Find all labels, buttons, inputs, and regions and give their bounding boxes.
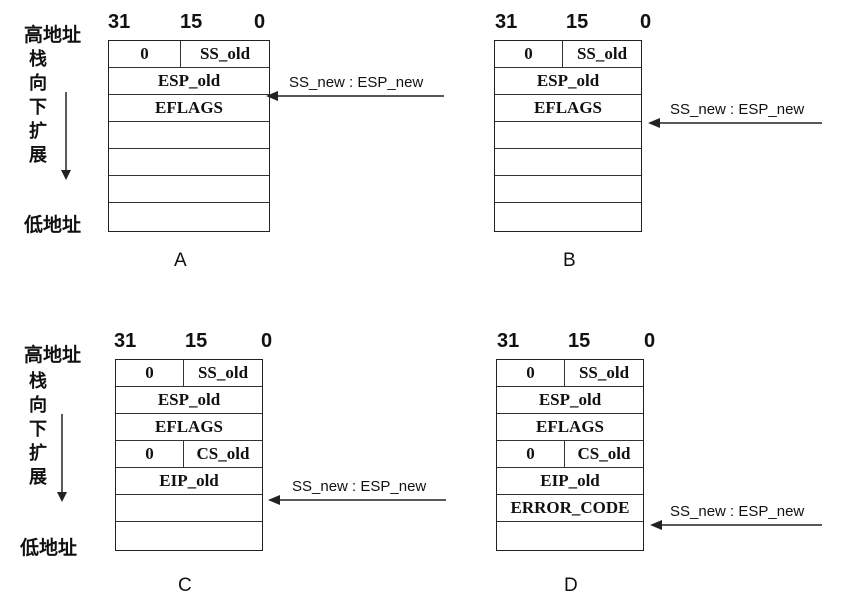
stack-cell-zero: 0 xyxy=(116,441,184,467)
stack-row: 0 CS_old xyxy=(116,441,262,468)
stack-row xyxy=(495,176,641,203)
stack-box: 0 SS_old ESP_old EFLAGS xyxy=(108,40,270,232)
stack-row: 0 SS_old xyxy=(116,360,262,387)
stack-grows-down-label: 栈 向 下 扩 展 xyxy=(29,49,47,166)
stack-row: EIP_old xyxy=(497,468,643,495)
stack-row xyxy=(109,203,269,230)
stack-row: EFLAGS xyxy=(495,95,641,122)
stack-cell-zero: 0 xyxy=(495,41,563,67)
stack-cell-ss-old: SS_old xyxy=(197,363,249,382)
stack-row xyxy=(109,176,269,203)
stack-box: 0 SS_old ESP_old EFLAGS 0 CS_old EIP_old xyxy=(115,359,263,551)
down-arrow-icon xyxy=(61,92,71,180)
stack-row: 0 SS_old xyxy=(497,360,643,387)
high-address-label: 高地址 xyxy=(24,344,82,366)
bit-31-label: 31 xyxy=(497,330,520,352)
low-address-label: 低地址 xyxy=(20,537,78,559)
stack-row: ESP_old xyxy=(109,68,269,95)
down-arrow-icon xyxy=(57,414,67,502)
diagram-caption: B xyxy=(563,250,576,271)
bit-15-label: 15 xyxy=(185,330,208,352)
stack-cell-zero: 0 xyxy=(497,441,565,467)
bit-0-label: 0 xyxy=(261,330,273,352)
stack-grows-down-label: 栈 向 下 扩 展 xyxy=(29,371,47,488)
stack-row: EFLAGS xyxy=(116,414,262,441)
stack-cell-cs-old: CS_old xyxy=(196,444,250,463)
stack-pointer-label: SS_new : ESP_new xyxy=(670,503,805,520)
stack-box: 0 SS_old ESP_old EFLAGS xyxy=(494,40,642,232)
bit-0-label: 0 xyxy=(254,11,266,33)
stack-row: ESP_old xyxy=(497,387,643,414)
bit-31-label: 31 xyxy=(108,11,131,33)
diagram-caption: D xyxy=(564,575,578,596)
bit-0-label: 0 xyxy=(644,330,656,352)
bit-31-label: 31 xyxy=(495,11,518,33)
stack-cell-zero: 0 xyxy=(109,41,181,67)
pointer-arrow-icon xyxy=(648,118,822,128)
pointer-arrow-icon xyxy=(650,520,822,530)
stack-row: EIP_old xyxy=(116,468,262,495)
stack-row: EFLAGS xyxy=(109,95,269,122)
stack-row xyxy=(495,122,641,149)
stack-row: EFLAGS xyxy=(497,414,643,441)
stack-row: ESP_old xyxy=(116,387,262,414)
stack-row xyxy=(495,203,641,230)
bit-0-label: 0 xyxy=(640,11,652,33)
low-address-label: 低地址 xyxy=(24,214,82,236)
stack-box: 0 SS_old ESP_old EFLAGS 0 CS_old EIP_old… xyxy=(496,359,644,551)
stack-cell-ss-old: SS_old xyxy=(578,363,630,382)
stack-cell-ss-old: SS_old xyxy=(576,44,628,63)
stack-row: 0 SS_old xyxy=(109,41,269,68)
high-address-label: 高地址 xyxy=(24,24,82,46)
stack-row: 0 CS_old xyxy=(497,441,643,468)
stack-row xyxy=(116,495,262,522)
stack-row xyxy=(497,522,643,549)
bit-31-label: 31 xyxy=(114,330,137,352)
pointer-arrow-icon xyxy=(268,495,446,505)
stack-row xyxy=(109,149,269,176)
stack-row: 0 SS_old xyxy=(495,41,641,68)
stack-row: ERROR_CODE xyxy=(497,495,643,522)
stack-cell-cs-old: CS_old xyxy=(577,444,631,463)
stack-cell-zero: 0 xyxy=(116,360,184,386)
stack-row: ESP_old xyxy=(495,68,641,95)
pointer-arrow-icon xyxy=(266,91,444,101)
stack-cell-zero: 0 xyxy=(497,360,565,386)
bit-15-label: 15 xyxy=(568,330,591,352)
diagram-caption: A xyxy=(174,250,187,271)
stack-pointer-label: SS_new : ESP_new xyxy=(670,101,805,118)
stack-row xyxy=(495,149,641,176)
stack-pointer-label: SS_new : ESP_new xyxy=(292,478,427,495)
stack-pointer-label: SS_new : ESP_new xyxy=(289,74,424,91)
stack-row xyxy=(109,122,269,149)
stack-cell-ss-old: SS_old xyxy=(199,44,251,63)
bit-15-label: 15 xyxy=(566,11,589,33)
diagram-caption: C xyxy=(178,575,192,596)
stack-row xyxy=(116,522,262,549)
bit-15-label: 15 xyxy=(180,11,203,33)
